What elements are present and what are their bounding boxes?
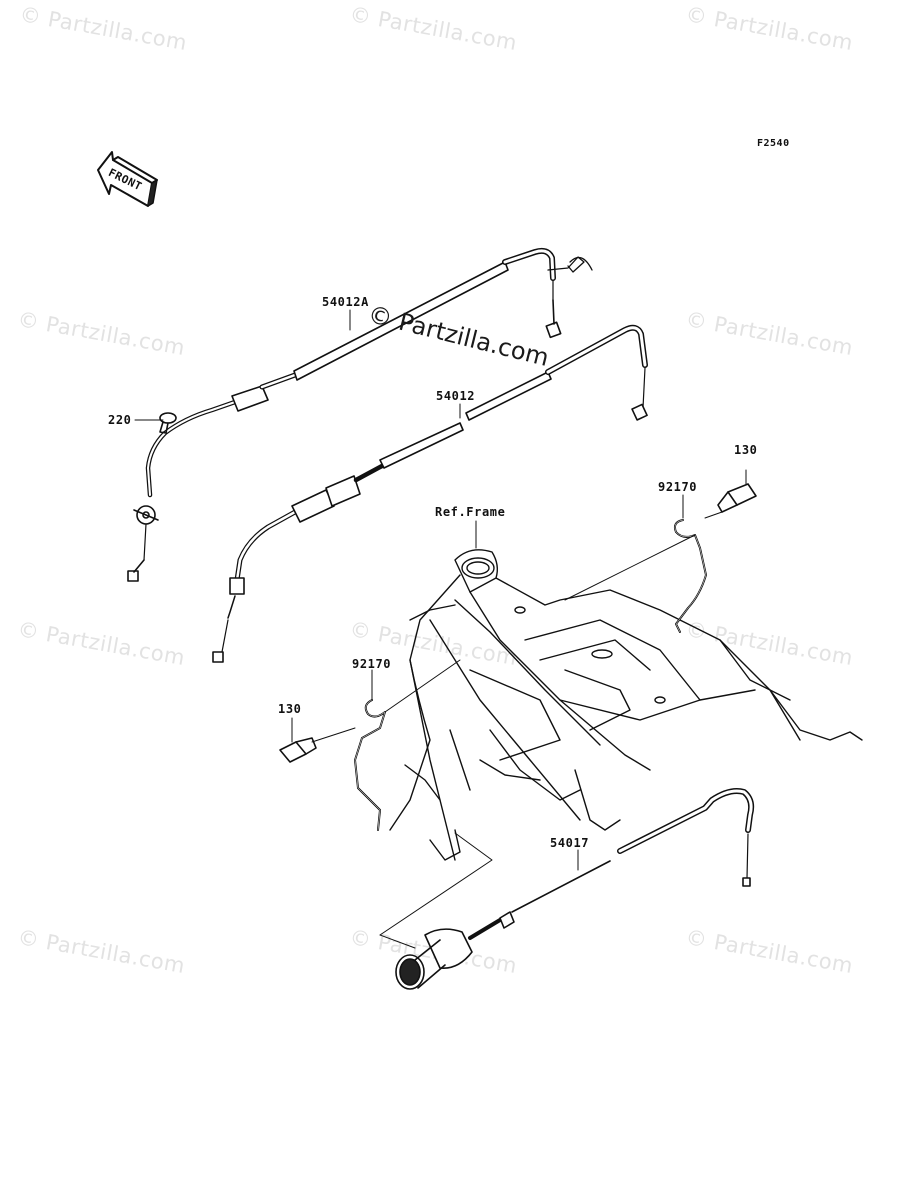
part-label-ref-frame[interactable]: Ref.Frame [435,505,506,519]
frame [389,549,863,861]
part-label-92170-upper[interactable]: 92170 [658,480,698,494]
front-arrow-icon [97,151,158,207]
bolt-130-upper [704,469,757,519]
leader-lines [134,309,684,871]
clip-92170-lower [354,659,461,831]
part-label-130-upper[interactable]: 130 [734,443,758,457]
clip-92170-upper [564,519,707,633]
choke-cable-54017 [395,788,755,990]
bolt-130-lower [279,717,356,763]
throttle-cable-54012 [212,324,648,663]
part-label-54012[interactable]: 54012 [436,389,476,403]
figure-code: F2540 [757,138,790,149]
part-label-220[interactable]: 220 [108,413,132,427]
reference-outline [379,832,493,949]
bolt-220 [159,412,177,434]
part-label-92170-lower[interactable]: 92170 [352,657,392,671]
part-label-54012a[interactable]: 54012A [322,295,369,309]
part-label-54017[interactable]: 54017 [550,836,590,850]
part-label-130-lower[interactable]: 130 [278,702,302,716]
